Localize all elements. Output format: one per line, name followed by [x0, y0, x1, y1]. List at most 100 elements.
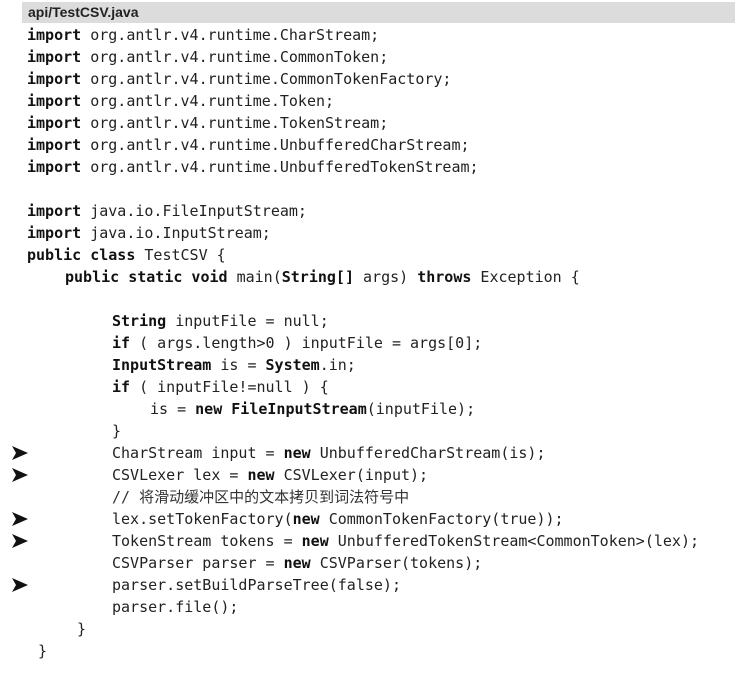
code-line: import org.antlr.v4.runtime.UnbufferedCh… — [0, 134, 735, 156]
code-text: parser.setBuildParseTree(false); — [112, 574, 401, 596]
code-token: ( args.length>0 ) inputFile = args[0]; — [130, 334, 483, 352]
code-line: parser.file(); — [0, 596, 735, 618]
code-token: org.antlr.v4.runtime.Token; — [81, 92, 335, 110]
code-token: CSVParser(tokens); — [310, 554, 483, 572]
arrow-marker-icon — [12, 446, 28, 460]
code-token: org.antlr.v4.runtime.CommonTokenFactory; — [81, 70, 452, 88]
code-line: } — [0, 420, 735, 442]
keyword-token: import — [27, 26, 82, 44]
code-line: CSVParser parser = new CSVParser(tokens)… — [0, 552, 735, 574]
code-token: is = — [211, 356, 266, 374]
keyword-token: import — [27, 48, 82, 66]
keyword-token: import — [27, 224, 82, 242]
code-token: is = — [150, 400, 196, 418]
code-text: CharStream input = new UnbufferedCharStr… — [112, 442, 546, 464]
keyword-token: if — [112, 378, 131, 396]
code-token: CSVParser parser = — [112, 554, 284, 572]
code-line: // 将滑动缓冲区中的文本拷贝到词法符号中 — [0, 486, 735, 508]
code-token: .in; — [319, 356, 356, 374]
keyword-token: throws — [417, 268, 472, 286]
code-text: if ( inputFile!=null ) { — [112, 376, 329, 398]
code-text: public class TestCSV { — [27, 244, 226, 266]
keyword-token: public class — [27, 246, 136, 264]
arrow-marker-icon — [12, 534, 28, 548]
keyword-token: new — [292, 510, 320, 528]
code-token: ( inputFile!=null ) { — [130, 378, 329, 396]
arrow-marker-icon — [12, 578, 28, 592]
code-line: parser.setBuildParseTree(false); — [0, 574, 735, 596]
code-line: import org.antlr.v4.runtime.UnbufferedTo… — [0, 156, 735, 178]
code-line: CharStream input = new UnbufferedCharStr… — [0, 442, 735, 464]
code-text: String inputFile = null; — [112, 310, 329, 332]
code-text: CSVParser parser = new CSVParser(tokens)… — [112, 552, 482, 574]
code-token: Exception { — [471, 268, 580, 286]
code-line: import org.antlr.v4.runtime.CommonToken; — [0, 46, 735, 68]
code-token: } — [112, 422, 122, 440]
code-token: java.io.InputStream; — [81, 224, 271, 242]
code-text: public static void main(String[] args) t… — [65, 266, 580, 288]
code-text: import org.antlr.v4.runtime.CommonToken; — [27, 46, 388, 68]
code-token: UnbufferedCharStream(is); — [310, 444, 546, 462]
code-token: lex.setTokenFactory( — [112, 510, 293, 528]
code-token: CSVLexer lex = — [112, 466, 248, 484]
code-token: } — [38, 642, 48, 660]
file-name-header: api/TestCSV.java — [22, 2, 735, 23]
code-text: } — [112, 420, 121, 442]
code-token: CommonTokenFactory(true)); — [319, 510, 564, 528]
code-line: import org.antlr.v4.runtime.Token; — [0, 90, 735, 112]
code-text: } — [77, 618, 86, 640]
code-line: CSVLexer lex = new CSVLexer(input); — [0, 464, 735, 486]
code-line: import java.io.FileInputStream; — [0, 200, 735, 222]
code-line: if ( args.length>0 ) inputFile = args[0]… — [0, 332, 735, 354]
code-line: if ( inputFile!=null ) { — [0, 376, 735, 398]
comment-token: // 将滑动缓冲区中的文本拷贝到词法符号中 — [112, 488, 410, 506]
keyword-token: import — [27, 202, 82, 220]
code-line: public class TestCSV { — [0, 244, 735, 266]
code-text: import org.antlr.v4.runtime.TokenStream; — [27, 112, 388, 134]
keyword-token: String — [112, 312, 167, 330]
keyword-token: import — [27, 158, 82, 176]
code-token: args) — [354, 268, 418, 286]
code-token: org.antlr.v4.runtime.UnbufferedTokenStre… — [81, 158, 479, 176]
code-text: TokenStream tokens = new UnbufferedToken… — [112, 530, 699, 552]
code-text: } — [38, 640, 47, 662]
arrow-marker-icon — [12, 468, 28, 482]
code-text: if ( args.length>0 ) inputFile = args[0]… — [112, 332, 482, 354]
code-line: public static void main(String[] args) t… — [0, 266, 735, 288]
code-text: import org.antlr.v4.runtime.CommonTokenF… — [27, 68, 451, 90]
code-text: InputStream is = System.in; — [112, 354, 356, 376]
code-line: String inputFile = null; — [0, 310, 735, 332]
keyword-token: String[] — [281, 268, 354, 286]
code-text: import java.io.InputStream; — [27, 222, 271, 244]
code-line: TokenStream tokens = new UnbufferedToken… — [0, 530, 735, 552]
code-token: org.antlr.v4.runtime.UnbufferedCharStrea… — [81, 136, 470, 154]
code-text: import org.antlr.v4.runtime.CharStream; — [27, 24, 379, 46]
code-text: import org.antlr.v4.runtime.Token; — [27, 90, 334, 112]
code-token: main( — [227, 268, 282, 286]
code-token: org.antlr.v4.runtime.TokenStream; — [81, 114, 389, 132]
keyword-token: new — [247, 466, 275, 484]
keyword-token: import — [27, 136, 82, 154]
code-text: // 将滑动缓冲区中的文本拷贝到词法符号中 — [112, 486, 409, 508]
keyword-token: InputStream — [112, 356, 212, 374]
arrow-marker-icon — [12, 512, 28, 526]
keyword-token: import — [27, 70, 82, 88]
code-text: import org.antlr.v4.runtime.UnbufferedCh… — [27, 134, 470, 156]
code-token: java.io.FileInputStream; — [81, 202, 307, 220]
code-text: import org.antlr.v4.runtime.UnbufferedTo… — [27, 156, 479, 178]
code-text: CSVLexer lex = new CSVLexer(input); — [112, 464, 428, 486]
code-line: InputStream is = System.in; — [0, 354, 735, 376]
keyword-token: System — [265, 356, 320, 374]
code-line — [0, 288, 735, 310]
code-token: UnbufferedTokenStream<CommonToken>(lex); — [328, 532, 700, 550]
code-line: lex.setTokenFactory(new CommonTokenFacto… — [0, 508, 735, 530]
code-token: TestCSV { — [135, 246, 226, 264]
code-line: import org.antlr.v4.runtime.CommonTokenF… — [0, 68, 735, 90]
code-listing: import org.antlr.v4.runtime.CharStream;i… — [0, 24, 735, 662]
code-text: lex.setTokenFactory(new CommonTokenFacto… — [112, 508, 564, 530]
keyword-token: new — [283, 554, 311, 572]
code-line — [0, 178, 735, 200]
keyword-token: new — [283, 444, 311, 462]
keyword-token: public static void — [65, 268, 228, 286]
code-token: } — [77, 620, 87, 638]
